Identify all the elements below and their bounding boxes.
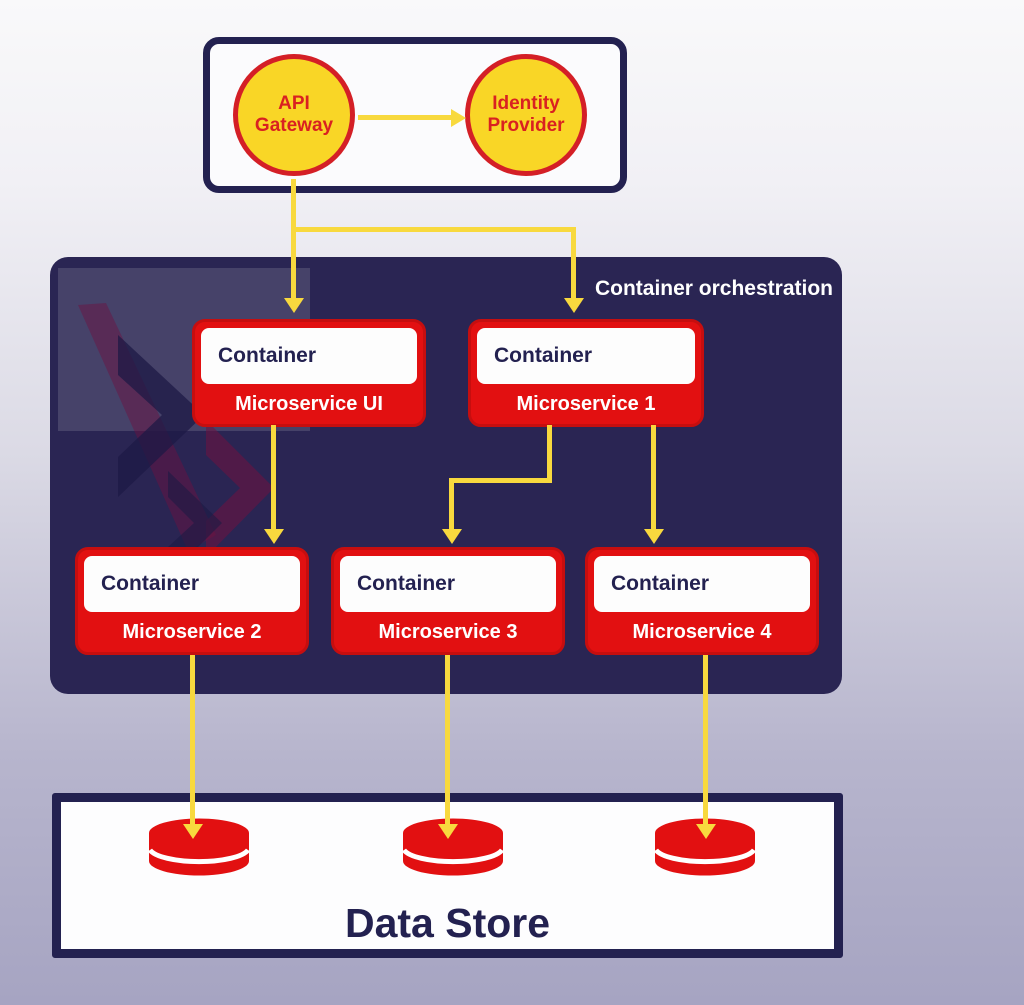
arrow-segment	[449, 478, 454, 530]
container-label: Microservice 1	[516, 392, 656, 415]
arrow-head-icon	[437, 824, 458, 839]
arrow-head-icon	[643, 529, 664, 544]
api-gateway-label: API Gateway	[254, 93, 334, 136]
arrow-segment	[445, 655, 450, 825]
api-gateway-node: API Gateway	[233, 54, 355, 176]
data-store-title: Data Store	[344, 900, 551, 946]
arrow-head-icon	[441, 529, 462, 544]
arrow-segment	[547, 425, 552, 483]
arrow-segment	[449, 478, 552, 483]
container-microservice-ui: Container Microservice UI	[192, 319, 426, 427]
container-microservice-1: Container Microservice 1	[468, 319, 704, 427]
container-microservice-3: Container Microservice 3	[331, 547, 565, 655]
container-label: Microservice 4	[632, 620, 772, 643]
container-microservice-2: Container Microservice 2	[75, 547, 309, 655]
arrow-head-icon	[451, 108, 466, 127]
arrow-head-icon	[182, 824, 203, 839]
container-label: Microservice 3	[378, 620, 518, 643]
database-disk-icon	[147, 818, 251, 876]
watermark-logo-icon	[78, 303, 274, 577]
arrow-head-icon	[263, 529, 284, 544]
arrow-head-icon	[563, 298, 584, 313]
container-header: Container	[594, 556, 810, 612]
arrow-segment	[291, 227, 576, 232]
arrow-segment	[358, 115, 453, 120]
identity-provider-label: Identity Provider	[487, 93, 565, 136]
identity-provider-node: Identity Provider	[465, 54, 587, 176]
container-header: Container	[477, 328, 695, 384]
arrow-head-icon	[283, 298, 304, 313]
container-label: Microservice 2	[122, 620, 262, 643]
arrow-head-icon	[695, 824, 716, 839]
arrow-segment	[190, 655, 195, 825]
arrow-segment	[651, 425, 656, 530]
container-header: Container	[84, 556, 300, 612]
container-header: Container	[340, 556, 556, 612]
database-disk-icon	[401, 818, 505, 876]
container-label: Microservice UI	[235, 392, 383, 415]
arrow-segment	[291, 179, 296, 299]
database-disk-icon	[653, 818, 757, 876]
arrow-segment	[703, 655, 708, 825]
container-header: Container	[201, 328, 417, 384]
arrow-segment	[571, 227, 576, 299]
container-microservice-4: Container Microservice 4	[585, 547, 819, 655]
arrow-segment	[271, 425, 276, 530]
gateway-panel: API Gateway Identity Provider	[203, 37, 627, 193]
orchestration-title: Container orchestration	[594, 277, 833, 300]
